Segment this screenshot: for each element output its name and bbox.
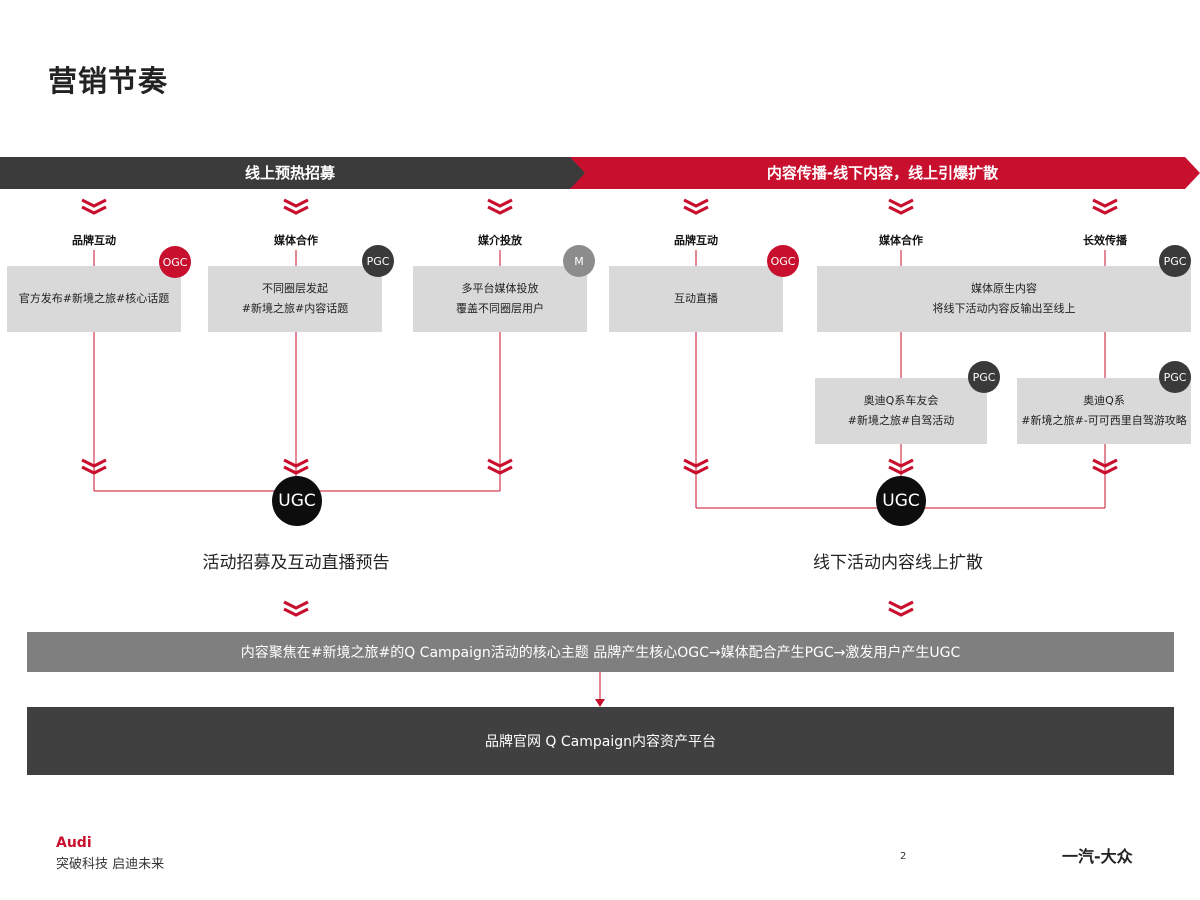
box-line: 媒体原生内容 <box>971 282 1037 295</box>
content-box-owners-club: 奥迪Q系车友会 #新境之旅#自驾活动 <box>815 378 987 444</box>
banner-left-shape <box>0 157 586 189</box>
column-label: 长效传播 <box>1083 234 1127 247</box>
box-line: #新境之旅#-可可西里自驾游攻略 <box>1021 414 1187 427</box>
ugc-circle-left: UGC <box>272 476 322 526</box>
content-box-native-media: 媒体原生内容 将线下活动内容反输出至线上 <box>817 266 1191 332</box>
platform-bar: 品牌官网 Q Campaign内容资产平台 <box>27 707 1174 775</box>
box-line: #新境之旅#自驾活动 <box>847 414 955 427</box>
banner-left: 线上预热招募 <box>244 164 335 182</box>
footer-slogan: 突破科技 启迪未来 <box>56 857 165 872</box>
box-line: 官方发布#新境之旅#核心话题 <box>18 292 170 305</box>
ogc-badge: OGC <box>767 245 799 277</box>
chevrons <box>81 198 1118 617</box>
column-label: 媒体合作 <box>274 234 318 247</box>
box-line: 奥迪Q系车友会 <box>863 394 939 407</box>
pgc-badge: PGC <box>1159 361 1191 393</box>
pgc-badge: PGC <box>968 361 1000 393</box>
column-label: 品牌互动 <box>72 234 116 247</box>
content-box-official-topic: 官方发布#新境之旅#核心话题 <box>7 266 181 332</box>
box-line: 互动直播 <box>674 292 718 305</box>
box-line: 多平台媒体投放 <box>461 282 539 295</box>
box-line: 奥迪Q系 <box>1083 394 1125 407</box>
banner-right: 内容传播-线下内容，线上引爆扩散 <box>766 164 999 182</box>
banner-right-shape <box>570 157 1200 189</box>
caption-right: 线下活动内容线上扩散 <box>813 553 983 573</box>
column-label: 品牌互动 <box>674 234 718 247</box>
media-badge: M <box>563 245 595 277</box>
box-line: 不同圈层发起 <box>262 282 328 295</box>
box-line: 覆盖不同圈层用户 <box>456 302 544 315</box>
page-title: 营销节奏 <box>48 64 169 98</box>
ugc-circle-right: UGC <box>876 476 926 526</box>
box-line: #新境之旅#内容话题 <box>241 302 349 315</box>
content-box-media-topics: 不同圈层发起 #新境之旅#内容话题 <box>208 266 382 332</box>
column-label: 媒体合作 <box>879 234 923 247</box>
faw-vw-logo: 一汽-大众 <box>1062 847 1133 866</box>
page-number: 2 <box>900 851 907 862</box>
box-line: 将线下活动内容反输出至线上 <box>932 302 1076 315</box>
pgc-badge: PGC <box>1159 245 1191 277</box>
audi-logo: Audi <box>56 835 92 851</box>
content-box-travel-guide: 奥迪Q系 #新境之旅#-可可西里自驾游攻略 <box>1017 378 1191 444</box>
summary-bar: 内容聚焦在#新境之旅#的Q Campaign活动的核心主题 品牌产生核心OGC→… <box>27 632 1174 672</box>
column-label: 媒介投放 <box>478 234 522 247</box>
pgc-badge: PGC <box>362 245 394 277</box>
content-box-live-stream: 互动直播 <box>609 266 783 332</box>
ogc-badge: OGC <box>159 246 191 278</box>
caption-left: 活动招募及互动直播预告 <box>202 553 390 573</box>
content-box-media-placement: 多平台媒体投放 覆盖不同圈层用户 <box>413 266 587 332</box>
arrow-down <box>595 699 605 707</box>
